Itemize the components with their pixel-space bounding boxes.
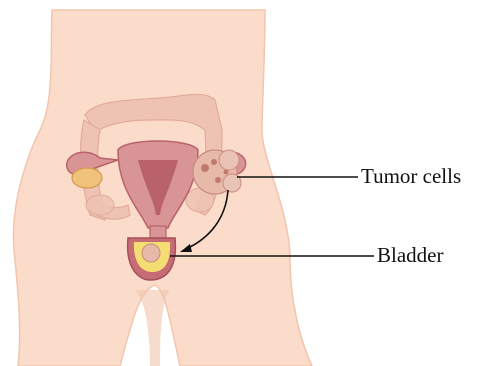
tumor-cluster	[193, 150, 241, 194]
ovary-left	[72, 168, 102, 188]
bladder-label: Bladder	[377, 243, 443, 268]
bladder-tumor-spot	[142, 244, 160, 262]
tumor-cells-label: Tumor cells	[361, 164, 461, 189]
